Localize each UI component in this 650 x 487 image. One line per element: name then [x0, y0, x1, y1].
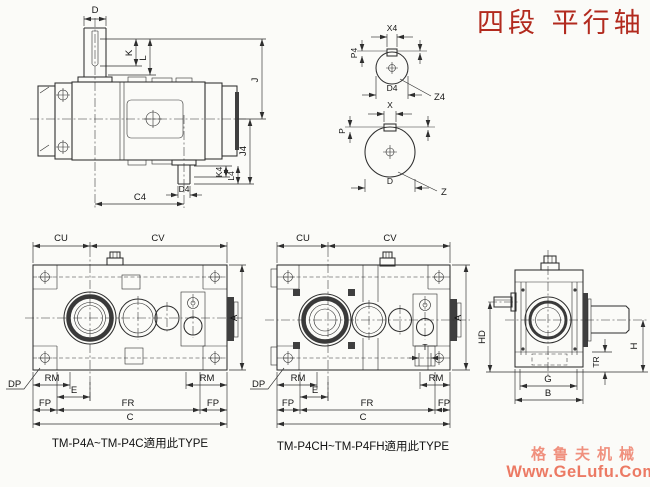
- dim-label-e: E: [71, 385, 77, 396]
- watermark-site: Www.GeLufu.Com: [506, 463, 650, 481]
- breather-base: [540, 262, 560, 271]
- front-view-foot-mounted: CU CV A DP RM RM E FP FR FP C TM-P4A~TM-…: [6, 233, 246, 450]
- dim-label-hd: HD: [477, 330, 488, 344]
- right-end-cap: [221, 85, 238, 157]
- dim-label-c: C: [360, 412, 367, 423]
- dim-label-d4-section: D4: [387, 83, 398, 93]
- dim-label-c: C: [127, 412, 134, 423]
- dim-label-c4: C4: [134, 192, 146, 203]
- dim-label-dp: DP: [8, 379, 21, 390]
- breather-plug: [106, 257, 124, 266]
- dim-label-fr: FR: [361, 398, 374, 409]
- dim-label-k4: K4: [214, 167, 224, 178]
- dim-label-fp-left: FP: [282, 398, 294, 409]
- gearbox-top-view: D K L J J4 K4 L4 D4 C4: [30, 5, 266, 208]
- dim-label-x4: X4: [387, 23, 398, 33]
- dim-label-z4: Z4: [434, 92, 445, 103]
- dim-label-rm-right: RM: [429, 373, 444, 384]
- dim-label-j4: J4: [238, 146, 249, 156]
- page-title: 四段 平行轴: [477, 8, 645, 39]
- dim-label-cv: CV: [383, 233, 397, 244]
- dim-label-fp-right: FP: [438, 398, 450, 409]
- top-view-dimensions: D K L J J4 K4 L4 D4 C4: [83, 5, 266, 207]
- dim-label-j: J: [250, 77, 261, 82]
- dim-label-a: A: [229, 314, 240, 321]
- side-view-dimensions: HD H TR G B: [477, 302, 648, 404]
- front-view-hollow-shaft: CU CV A T DP RM RM E FP FR FP: [250, 233, 470, 453]
- input-shaft-section: X P D Z: [337, 100, 447, 198]
- dim-label-d4: D4: [179, 184, 190, 194]
- dim-label-x: X: [387, 100, 393, 110]
- input-shaft-stub: [493, 296, 513, 308]
- dim-label-rm-left: RM: [45, 373, 60, 384]
- dim-label-d-section: D: [387, 176, 393, 186]
- dim-label-fr: FR: [122, 398, 135, 409]
- keyway-4: [386, 48, 398, 57]
- watermark: 格鲁夫机械 Www.GeLufu.Com: [506, 445, 650, 481]
- front-view-a-dimensions: CU CV A DP RM RM E FP FR FP C: [6, 233, 246, 428]
- dim-label-k: K: [124, 49, 135, 56]
- output-shaft: [591, 305, 630, 334]
- dim-label-cu: CU: [296, 233, 310, 244]
- watermark-brand: 格鲁夫机械: [531, 445, 641, 463]
- housing-body: [71, 81, 206, 161]
- dim-label-cu: CU: [54, 233, 68, 244]
- input-shaft: [83, 27, 107, 77]
- dim-label-g: G: [544, 374, 551, 385]
- side-view: HD H TR G B: [477, 250, 648, 404]
- dim-label-l: L: [138, 55, 149, 60]
- dim-label-l4: L4: [226, 171, 236, 181]
- output-flange-edge: [227, 297, 234, 341]
- dim-label-d: D: [92, 5, 99, 16]
- dim-label-p4: P4: [349, 48, 359, 59]
- housing-front: [32, 264, 228, 371]
- shaft-circle-4: [375, 51, 409, 85]
- left-end-cap: [37, 85, 56, 157]
- dim-label-h: H: [629, 342, 640, 349]
- dim-label-z: Z: [441, 187, 447, 198]
- dim-label-fp-right: FP: [207, 398, 219, 409]
- dim-label-rm-right: RM: [200, 373, 215, 384]
- dim-label-tr: TR: [591, 356, 601, 367]
- breather-plug: [543, 255, 557, 264]
- dim-label-b: B: [545, 388, 551, 399]
- dim-label-e: E: [312, 385, 318, 396]
- output-shaft-section-4: X4 P4 D4 Z4: [349, 23, 445, 103]
- front-view-h-dimensions: CU CV A T DP RM RM E FP FR FP: [250, 233, 470, 428]
- dim-label-p: P: [337, 128, 347, 134]
- dim-label-a: A: [453, 314, 464, 321]
- input-shaft-keyway: [91, 30, 99, 67]
- caption-type-a: TM-P4A~TM-P4C適用此TYPE: [52, 436, 209, 450]
- dim-label-fp-left: FP: [39, 398, 51, 409]
- keyway: [383, 123, 397, 132]
- dim-label-t: T: [422, 342, 427, 352]
- dim-label-rm-left: RM: [291, 373, 306, 384]
- dim-label-cv: CV: [151, 233, 165, 244]
- caption-type-h: TM-P4CH~TM-P4FH適用此TYPE: [277, 439, 450, 453]
- dim-label-dp: DP: [252, 379, 265, 390]
- bore-4-panel: [180, 291, 206, 347]
- foot-hidden-line: [531, 353, 568, 366]
- shaft-circle: [364, 126, 416, 178]
